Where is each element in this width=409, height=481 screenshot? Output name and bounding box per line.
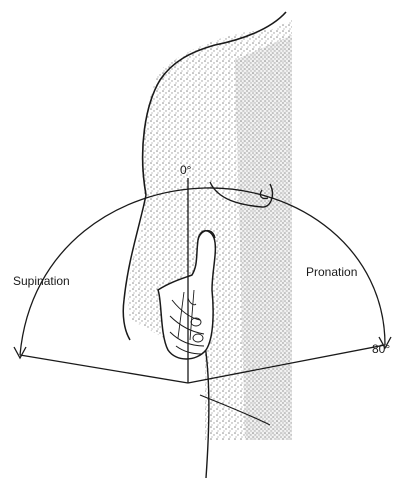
torso-dense-shading (235, 35, 292, 440)
eighty-angle-label: 80° (372, 342, 390, 356)
supination-label: Supination (13, 274, 70, 288)
supination-end-line (20, 355, 188, 383)
pronation-label: Pronation (306, 265, 357, 279)
zero-angle-label: 0° (180, 163, 192, 177)
